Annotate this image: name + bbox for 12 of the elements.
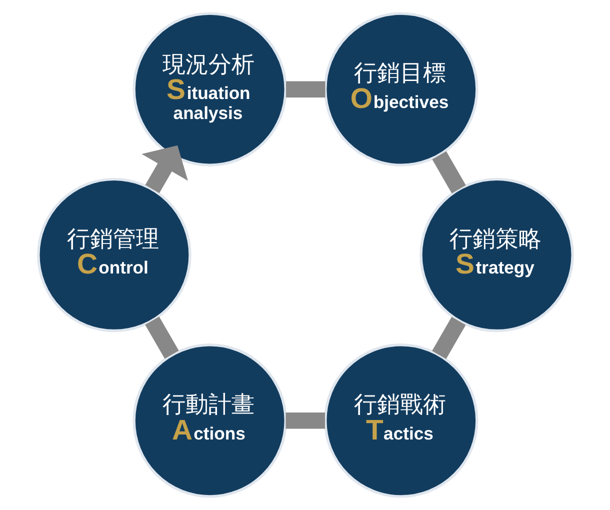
connector — [286, 81, 325, 98]
arrow — [141, 145, 188, 194]
node-circle: 行銷管理 Control — [36, 178, 191, 332]
connector — [144, 316, 178, 359]
connector — [432, 151, 466, 194]
node-circle: 行動計畫 Actions — [132, 344, 286, 498]
node-circle: 行銷策略 Strategy — [419, 178, 574, 332]
node-circle: 行銷戰術 Tactics — [323, 344, 478, 498]
connector — [285, 412, 324, 429]
node-circle: 現況分析 Situation analysis — [132, 12, 286, 166]
node-circle: 行銷目標 Objectives — [323, 12, 478, 166]
connector — [432, 316, 466, 359]
